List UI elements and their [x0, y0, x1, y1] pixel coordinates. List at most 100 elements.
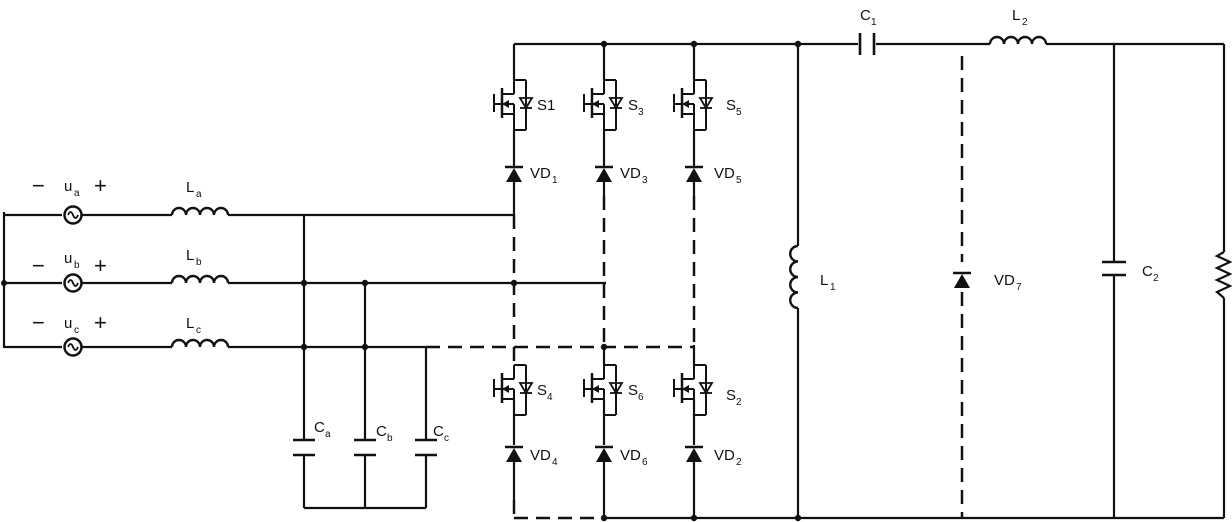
switch-s2 — [672, 363, 714, 417]
svg-text:c: c — [444, 433, 449, 444]
svg-text:S: S — [537, 382, 547, 399]
svg-text:3: 3 — [642, 175, 648, 186]
capacitor-ca-label: C a — [314, 419, 331, 440]
capacitor-cc-label: C c — [433, 423, 449, 444]
inductor-l1 — [789, 244, 799, 310]
switch-s3-label: S 3 — [628, 97, 644, 118]
svg-text:C: C — [376, 423, 387, 440]
diode-vd3-label: VD 3 — [620, 165, 648, 186]
inductor-l2-label: L 2 — [1012, 7, 1028, 28]
svg-text:a: a — [325, 429, 331, 440]
junction-dots — [1, 40, 802, 522]
svg-text:1: 1 — [830, 282, 836, 293]
diode-vd1-label: VD 1 — [530, 165, 558, 186]
svg-text:S: S — [726, 97, 736, 114]
svg-text:+: + — [94, 253, 107, 278]
input-inductor-coils — [170, 206, 230, 348]
diode-vd5 — [683, 165, 705, 184]
svg-text:1: 1 — [552, 175, 558, 186]
dashed-wires — [426, 56, 964, 520]
diode-vd1 — [503, 165, 525, 184]
diode-vd4 — [503, 445, 525, 464]
svg-text:−: − — [32, 310, 45, 335]
capacitor-c2 — [1102, 260, 1126, 277]
switch-s4 — [492, 363, 534, 417]
diode-vd3 — [593, 165, 615, 184]
svg-text:L: L — [186, 179, 194, 196]
diode-vd6 — [593, 445, 615, 464]
svg-text:4: 4 — [547, 392, 553, 403]
switch-s1 — [492, 78, 534, 132]
svg-text:VD: VD — [714, 165, 735, 182]
svg-text:−: − — [32, 173, 45, 198]
wires — [2, 42, 1226, 520]
svg-text:L: L — [1012, 7, 1020, 24]
svg-text:S: S — [628, 382, 638, 399]
switch-s3 — [582, 78, 624, 132]
switch-s4-label: S 4 — [537, 382, 553, 403]
source-b: − u b + — [32, 250, 107, 293]
svg-text:a: a — [74, 188, 80, 199]
svg-text:c: c — [196, 325, 201, 336]
switch-s5-label: S 5 — [726, 97, 742, 118]
diode-vd2-label: VD 2 — [714, 447, 742, 468]
svg-text:VD: VD — [994, 272, 1015, 289]
svg-text:VD: VD — [620, 447, 641, 464]
svg-text:2: 2 — [736, 457, 742, 468]
source-a: − u a + — [32, 173, 107, 225]
capacitor-cb-label: C b — [376, 423, 393, 444]
capacitor-c1-label: C 1 — [860, 7, 877, 28]
diode-vd7-label: VD 7 — [994, 272, 1022, 293]
svg-text:L: L — [820, 272, 828, 289]
svg-text:C: C — [433, 423, 444, 440]
svg-text:b: b — [196, 257, 202, 268]
inductor-lc-label: L c — [186, 315, 201, 336]
capacitor-c1 — [858, 33, 876, 55]
svg-text:6: 6 — [638, 392, 644, 403]
svg-text:VD: VD — [530, 447, 551, 464]
svg-text:a: a — [196, 189, 202, 200]
filter-capacitor-plates — [293, 438, 437, 457]
svg-text:2: 2 — [1153, 273, 1159, 284]
svg-text:c: c — [74, 325, 79, 336]
svg-text:2: 2 — [1022, 17, 1028, 28]
svg-text:4: 4 — [552, 457, 558, 468]
switch-s2-label: S 2 — [726, 387, 742, 408]
diode-vd7 — [951, 271, 973, 290]
capacitor-c2-label: C 2 — [1142, 263, 1159, 284]
svg-text:−: − — [32, 253, 45, 278]
inductor-la-label: L a — [186, 179, 202, 200]
svg-text:3: 3 — [638, 107, 644, 118]
svg-text:b: b — [74, 260, 80, 271]
diode-vd6-label: VD 6 — [620, 447, 648, 468]
svg-text:L: L — [186, 315, 194, 332]
svg-text:C: C — [1142, 263, 1153, 280]
switch-s6-label: S 6 — [628, 382, 644, 403]
switch-s6 — [582, 363, 624, 417]
inductor-l2 — [988, 35, 1048, 45]
svg-text:VD: VD — [620, 165, 641, 182]
svg-text:+: + — [94, 310, 107, 335]
svg-text:u: u — [64, 178, 72, 195]
svg-text:VD: VD — [530, 165, 551, 182]
svg-text:1: 1 — [871, 17, 877, 28]
inductor-l1-label: L 1 — [820, 272, 836, 293]
switch-s5 — [672, 78, 714, 132]
source-c: − u c + — [32, 310, 107, 357]
svg-text:u: u — [64, 315, 72, 332]
svg-text:5: 5 — [736, 175, 742, 186]
svg-text:b: b — [387, 433, 393, 444]
svg-text:L: L — [186, 247, 194, 264]
svg-text:VD: VD — [714, 447, 735, 464]
svg-text:C: C — [314, 419, 325, 436]
svg-text:C: C — [860, 7, 871, 24]
svg-text:u: u — [64, 250, 72, 267]
diode-vd2 — [683, 445, 705, 464]
svg-text:5: 5 — [736, 107, 742, 118]
svg-text:6: 6 — [642, 457, 648, 468]
svg-text:S1: S1 — [537, 97, 555, 114]
svg-text:2: 2 — [736, 397, 742, 408]
svg-text:+: + — [94, 173, 107, 198]
diode-vd5-label: VD 5 — [714, 165, 742, 186]
